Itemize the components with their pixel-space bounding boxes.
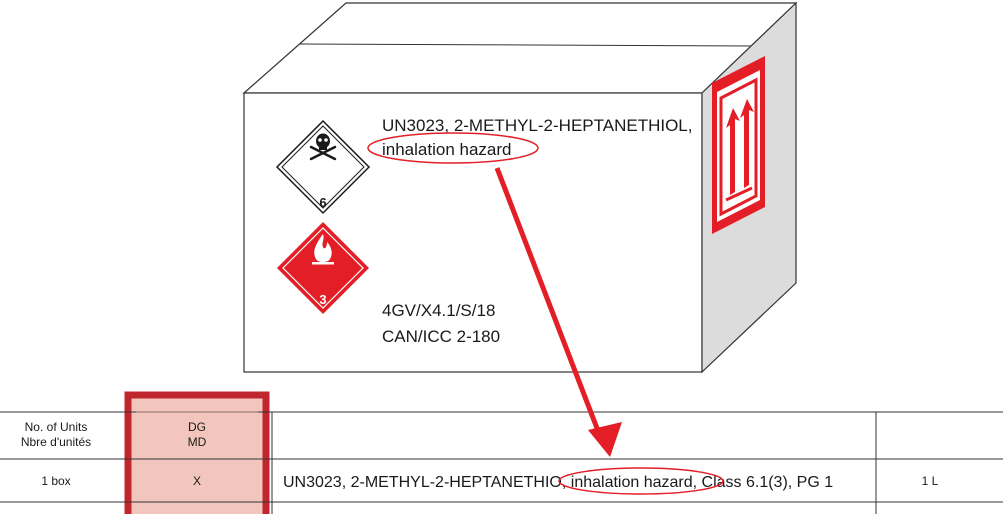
- box-shipping-name-line2: inhalation hazard: [382, 140, 511, 159]
- description-prefix: UN3023, 2-METHYL-2-HEPTANETHIO: [283, 474, 562, 491]
- shipping-box: 6 3 UN3023, 2-METHYL-2-HEPTANETHIOL, inh…: [242, 1, 798, 374]
- dg-column-border: [124, 391, 270, 514]
- toxic-class-number: 6: [319, 195, 326, 210]
- skull-crossbones-icon: [309, 133, 337, 161]
- box-shipping-name-line1: UN3023, 2-METHYL-2-HEPTANETHIOL,: [382, 116, 692, 135]
- toxic-hazard-label: 6: [275, 119, 371, 215]
- flammable-hazard-label: 3: [277, 222, 369, 314]
- quantity-value: 1 L: [922, 474, 939, 488]
- dg-header: DG: [188, 420, 206, 434]
- dg-mark: X: [193, 474, 201, 488]
- box-certification: CAN/ICC 2-180: [382, 327, 500, 346]
- description-suffix: Class 6.1(3), PG 1: [697, 474, 833, 491]
- shipping-description: UN3023, 2-METHYL-2-HEPTANETHIO, inhalati…: [283, 474, 833, 491]
- box-tape-seam: [299, 43, 753, 47]
- shipping-document-table: No. of Units Nbre d'unités DG MD 1 box X…: [0, 391, 1003, 514]
- units-value: 1 box: [41, 474, 70, 488]
- flammable-class-number: 3: [319, 292, 326, 307]
- dg-column-fill: [125, 393, 269, 514]
- this-way-up-arrows-icon: [712, 56, 765, 234]
- box-highlight-oval: [367, 132, 539, 164]
- units-header-en: No. of Units: [25, 420, 88, 434]
- flame-icon: [312, 234, 334, 265]
- units-header-fr: Nbre d'unités: [21, 435, 91, 449]
- highlight-connector-arrow: [494, 167, 622, 457]
- box-packaging-code: 4GV/X4.1/S/18: [382, 301, 495, 320]
- box-top-face: [242, 2, 798, 94]
- description-highlight: , inhalation hazard,: [562, 474, 697, 491]
- md-header: MD: [188, 435, 207, 449]
- table-highlight-oval: [558, 467, 724, 495]
